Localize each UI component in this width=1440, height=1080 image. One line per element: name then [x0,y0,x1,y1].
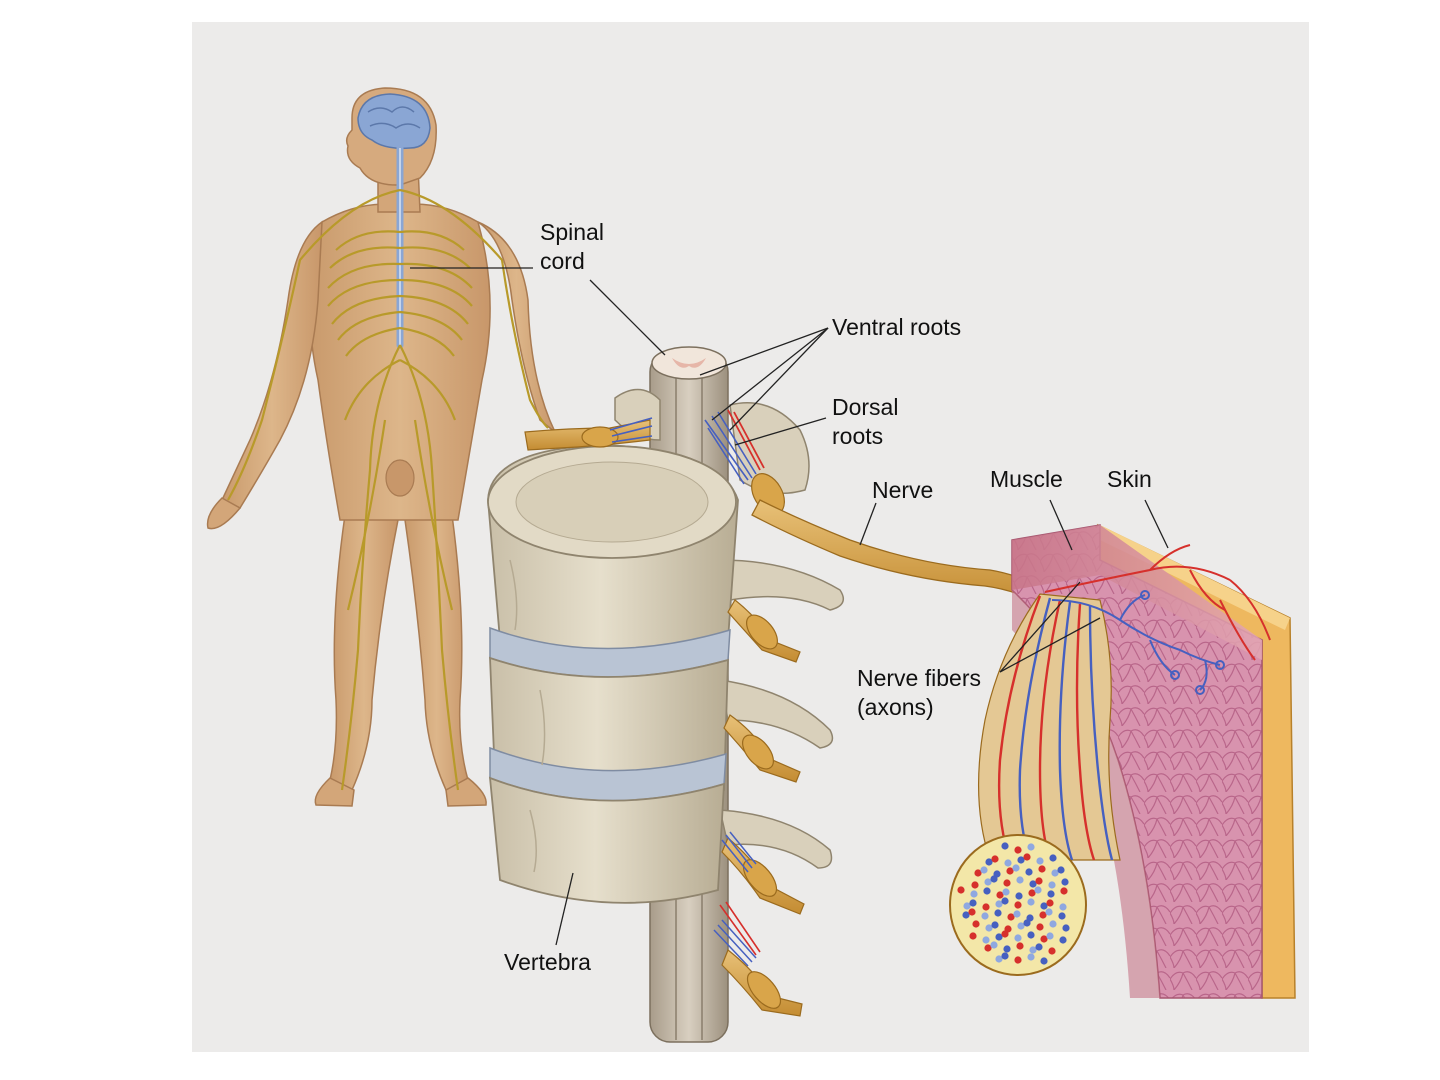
axon-dot [1014,934,1021,941]
label-vertebra: Vertebra [504,948,591,977]
label-skin: Skin [1107,465,1152,494]
axon-dot [1049,920,1056,927]
axon-dot [971,881,978,888]
axon-dot [990,941,997,948]
axon-dot [1027,931,1034,938]
axon-dot [1036,923,1043,930]
axon-dot [991,921,998,928]
label-nerve-fibers-line-1: Nerve fibers [857,664,981,693]
axon-dot [1001,842,1008,849]
axon-dot [1001,897,1008,904]
axon-dot [968,908,975,915]
axon-dot [1059,936,1066,943]
axon-dot [1025,868,1032,875]
axon-dot [1001,930,1008,937]
axon-dot [1027,953,1034,960]
label-nerve-fibers-line-2: (axons) [857,693,981,722]
axon-dot [1016,942,1023,949]
label-nerve: Nerve [872,476,933,505]
axon-dot [1014,901,1021,908]
axon-dot [980,866,987,873]
label-nerve-fibers: Nerve fibers (axons) [857,664,981,722]
axon-dot [1061,878,1068,885]
axon-dot [972,920,979,927]
axon-dot [1035,943,1042,950]
axon-dot [957,886,964,893]
axon-dot [1057,866,1064,873]
label-spinal-cord-line-1: Spinal [540,218,604,247]
axon-dot [991,855,998,862]
axon-dot [1049,854,1056,861]
axon-dot [1036,857,1043,864]
axon-dot [1045,908,1052,915]
axon-dot [969,899,976,906]
axon-dot [981,912,988,919]
axon-dot [1048,881,1055,888]
axon-dot [983,887,990,894]
axon-dot [1035,877,1042,884]
axon-dot [1015,892,1022,899]
axon-dot [1060,887,1067,894]
axon-dot [1038,865,1045,872]
axon-dot [1014,956,1021,963]
axon-dot [970,890,977,897]
label-spinal-cord: Spinal cord [540,218,604,276]
axon-dot [1062,924,1069,931]
axon-dot [1004,859,1011,866]
label-spinal-cord-line-2: cord [540,247,604,276]
axon-dot [1046,932,1053,939]
axon-dot [982,903,989,910]
axon-dot [1058,912,1065,919]
axon-dot [1046,899,1053,906]
label-dorsal-roots: Dorsal roots [832,393,898,451]
label-ventral-roots: Ventral roots [832,313,961,342]
axon-dot [990,875,997,882]
axon-dot [969,932,976,939]
axon-dot [1040,957,1047,964]
axon-dot [1016,876,1023,883]
axon-dot [1047,890,1054,897]
axon-dot [1001,952,1008,959]
axon-dot [1034,886,1041,893]
axon-dot [1023,853,1030,860]
axon-dot [1013,910,1020,917]
axon-dot [1059,903,1066,910]
axon-dot [994,909,1001,916]
axon-dot [1014,846,1021,853]
axon-dot [982,936,989,943]
label-dorsal-roots-line-2: roots [832,422,898,451]
axon-dot [1003,879,1010,886]
axon-dot [1023,919,1030,926]
axon-dot [1027,898,1034,905]
axon-dot [1002,888,1009,895]
axon-dot [1048,947,1055,954]
spinal-cord-cross-section [652,347,726,379]
label-muscle: Muscle [990,465,1063,494]
axon-dot [1003,945,1010,952]
axon-dot [1012,864,1019,871]
label-dorsal-roots-line-1: Dorsal [832,393,898,422]
axon-dot [1027,843,1034,850]
